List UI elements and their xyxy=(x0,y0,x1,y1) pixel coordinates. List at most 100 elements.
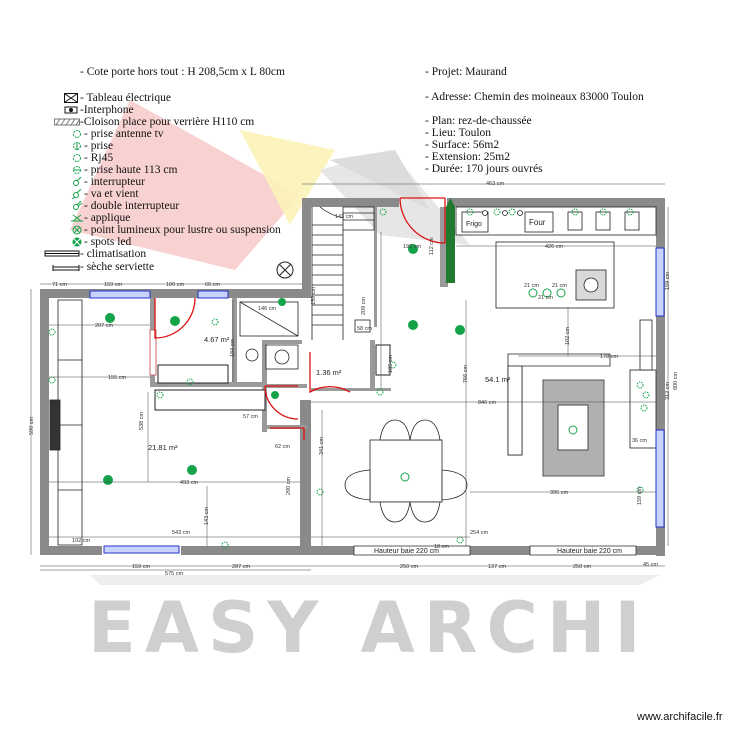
dresser xyxy=(157,364,229,384)
dim-label: 250 cm xyxy=(573,564,591,570)
project-extension: - Extension: 25m2 xyxy=(425,151,510,163)
doors xyxy=(154,197,446,440)
dim-label: 159 cm xyxy=(132,564,150,570)
dim-label: 143 cm xyxy=(335,214,353,220)
site-url: www.archifacile.fr xyxy=(637,711,723,723)
legend-item: - Rj45 xyxy=(84,152,114,164)
switch-icon xyxy=(73,177,82,186)
dim-label: 159 cm xyxy=(311,287,317,305)
dim-label: 146 cm xyxy=(258,306,276,312)
bay-windows xyxy=(353,545,637,556)
sofa xyxy=(507,353,611,456)
outer-walls xyxy=(40,198,665,556)
room-areas: 54.1 m² 21.81 m² 4.67 m² 1.36 m² xyxy=(148,335,511,452)
partition-hatch-icon xyxy=(54,118,80,126)
dim-label: 143 cm xyxy=(204,507,210,525)
bed xyxy=(49,299,83,546)
legend-item: - applique xyxy=(84,212,131,224)
intercom-icon xyxy=(64,106,78,114)
staircase xyxy=(311,206,375,340)
right-cabinet xyxy=(629,319,657,449)
dim-label: 112 cm xyxy=(429,237,435,255)
legend-item: - spots led xyxy=(84,236,132,248)
dim-label: 106 cm xyxy=(388,355,394,373)
green-wall-element xyxy=(446,207,455,283)
high-socket-icon xyxy=(73,166,81,174)
electrical-panel-icon xyxy=(64,93,78,103)
dim-label: 312 cm xyxy=(665,382,671,400)
ceiling-lights xyxy=(400,288,578,482)
dimension-labels: 463 cm 426 cm 143 cm 196 cm 112 cm 71 cm… xyxy=(29,181,679,577)
dim-label: 178 cm xyxy=(600,354,618,360)
bay-window-label: Hauteur baie 220 cm xyxy=(557,548,622,555)
dim-label: 21 cm xyxy=(524,283,539,289)
double-switch-icon xyxy=(73,201,83,210)
dim-label: 71 cm xyxy=(52,282,67,288)
dim-label: 800 cm xyxy=(673,372,679,390)
legend-item: - point lumineux pour lustre ou suspensi… xyxy=(84,224,281,236)
dim-label: 463 cm xyxy=(486,181,504,187)
dim-label: 290 cm xyxy=(286,477,292,495)
dim-label: 590 cm xyxy=(29,417,35,435)
dim-label: 45 cm xyxy=(643,562,658,568)
dim-label: 21 cm xyxy=(538,295,553,301)
legend-item: -Cloison place pour verrière H110 cm xyxy=(80,116,255,128)
ceiling-light-icon xyxy=(72,225,82,235)
led-spots xyxy=(103,244,465,485)
dim-label: 159 cm xyxy=(637,487,643,505)
legend-item: - double interrupteur xyxy=(84,200,180,212)
project-name: - Projet: Maurand xyxy=(425,66,507,78)
dim-label: 60 cm xyxy=(205,282,220,288)
wc-area: 1.36 m² xyxy=(316,368,342,377)
dim-label: 102 cm xyxy=(72,538,90,544)
dim-label: 102 cm xyxy=(565,327,571,345)
bay-window-label: Hauteur baie 220 cm xyxy=(374,548,439,555)
dim-label: 538 cm xyxy=(139,412,145,430)
dim-label: 250 cm xyxy=(400,564,418,570)
dim-label: 254 cm xyxy=(470,530,488,536)
towel-rail-icon xyxy=(52,265,80,271)
project-place: - Lieu: Toulon xyxy=(425,127,492,139)
dim-label: 137 cm xyxy=(488,564,506,570)
dim-label: 36 cm xyxy=(632,438,647,444)
dim-label: 159 cm xyxy=(104,282,122,288)
dim-label: 426 cm xyxy=(545,244,563,250)
dim-label: 575 cm xyxy=(165,571,183,577)
legend-item: - Tableau électrique xyxy=(80,92,171,104)
bathroom-fixtures xyxy=(239,301,299,370)
dim-label: 395 cm xyxy=(550,490,568,496)
kitchen-island xyxy=(495,241,615,309)
ac-units xyxy=(89,247,665,554)
rj45-icon xyxy=(73,154,81,162)
bedroom-area: 21.81 m² xyxy=(148,443,178,452)
dim-label: 766 cm xyxy=(463,365,469,383)
dim-label: 184 cm xyxy=(230,339,236,357)
tv-socket-icon xyxy=(73,130,81,138)
fridge-label: Frigo xyxy=(466,221,482,228)
kitchen-counter xyxy=(455,206,657,236)
legend-item: - va et vient xyxy=(84,188,139,200)
oven-label: Four xyxy=(529,218,546,227)
legend-item: -Interphone xyxy=(80,104,134,116)
dim-label: 341 cm xyxy=(319,437,325,455)
wardrobe xyxy=(154,389,266,411)
legend-item: - climatisation xyxy=(80,248,147,260)
coffee-table xyxy=(557,404,589,451)
dim-label: 62 cm xyxy=(275,444,290,450)
dim-label: 209 cm xyxy=(361,297,367,315)
dim-label: 57 cm xyxy=(243,414,258,420)
legend-item: - prise antenne tv xyxy=(84,128,164,140)
socket-icon xyxy=(73,142,81,150)
dining-set xyxy=(344,419,468,523)
dim-label: 18 cm xyxy=(434,544,449,550)
project-surface: - Surface: 56m2 xyxy=(425,139,500,151)
intercom-symbol xyxy=(276,261,294,279)
wc-toilet xyxy=(375,344,391,376)
dim-label: 846 cm xyxy=(478,400,496,406)
legend-item: - interrupteur xyxy=(84,176,145,188)
dimension-lines xyxy=(30,183,669,571)
legend-item: - sèche serviette xyxy=(80,261,155,273)
dim-label: 493 cm xyxy=(180,480,198,486)
dim-label: 159 cm xyxy=(665,272,671,290)
